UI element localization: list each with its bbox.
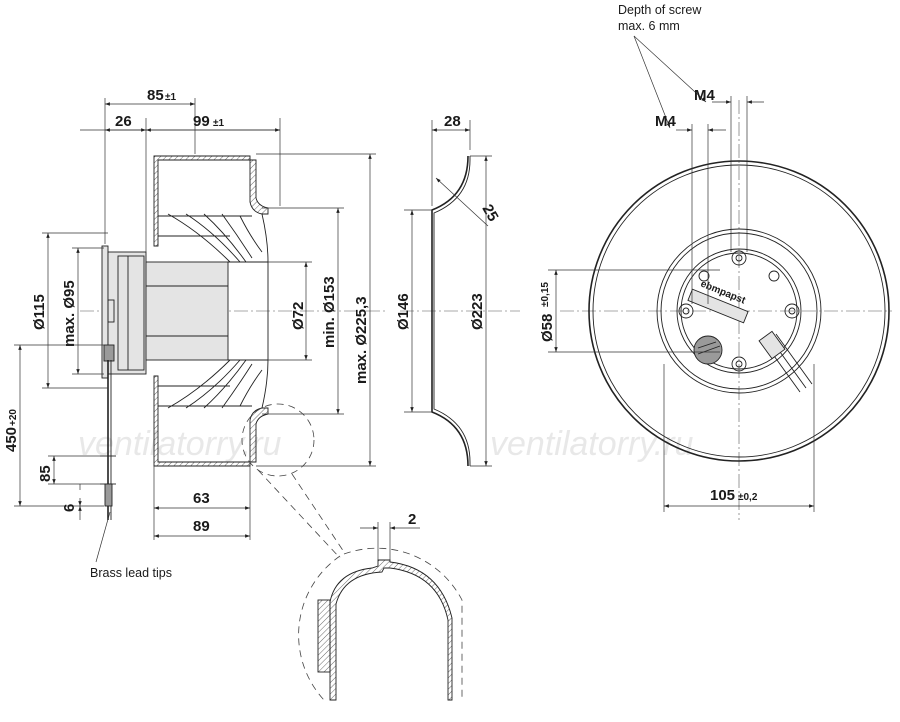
- dim-ring-inner-dia: Ø146: [395, 293, 412, 330]
- watermark-right: ventilatorry.ru: [490, 425, 694, 463]
- hub: [145, 261, 229, 361]
- dim-bolt-spacing: 105: [710, 487, 735, 504]
- inlet-ring-view: 28 25 Ø146 Ø223: [395, 113, 520, 467]
- screw-note-line2: max. 6 mm: [618, 19, 680, 33]
- tol-bolt-spacing: ±0,2: [738, 492, 758, 503]
- detail-ring-edge: [317, 599, 331, 673]
- blades: [158, 213, 269, 409]
- brass-lead-note: Brass lead tips: [90, 566, 172, 580]
- tol-lead-length: +20: [8, 409, 19, 426]
- motor-outline: [656, 228, 822, 394]
- side-view: 85 ±1 26 99 ±1 Ø115 max. Ø95 Ø72 min. Ø1…: [3, 87, 385, 580]
- dim-ring-outer-dia: Ø223: [469, 293, 486, 330]
- detail-circle: [241, 403, 315, 477]
- dim-overall-depth: 85: [147, 87, 164, 104]
- dim-ring-depth: 28: [444, 113, 461, 130]
- dim-thread-b: M4: [655, 113, 676, 130]
- detail-view: 2: [257, 469, 463, 701]
- watermark-left: ventilatorry.ru: [78, 425, 282, 463]
- brass-tip: [104, 483, 113, 507]
- impeller-outline: [588, 160, 890, 462]
- dim-flange-offset: 26: [115, 113, 132, 130]
- label-plate: [687, 288, 749, 324]
- dim-hub-dia: Ø72: [290, 302, 307, 330]
- screw-note-line1: Depth of screw: [618, 3, 702, 17]
- dim-impeller-max-dia: max. Ø225,3: [353, 296, 370, 384]
- inlet-ring-profile: [431, 155, 469, 467]
- tol-centering-dia: ±0,15: [540, 282, 551, 307]
- mounting-holes: [678, 250, 800, 372]
- dim-blade-depth: 63: [193, 490, 210, 507]
- dim-inlet-min-dia: min. Ø153: [321, 276, 338, 348]
- dim-thread-a: M4: [694, 87, 715, 104]
- dim-ring-radius: 25: [479, 202, 502, 225]
- dim-strip-length: 85: [37, 465, 54, 482]
- dim-impeller-depth: 99: [193, 113, 210, 130]
- dim-centering-dia: Ø58: [539, 314, 556, 342]
- detail-shroud-section: [329, 559, 453, 701]
- dim-lead-length: 450: [3, 427, 20, 452]
- dim-motor-dia: Ø115: [31, 294, 48, 330]
- cable-gland: [103, 344, 115, 362]
- dim-motor-max-dia: max. Ø95: [61, 280, 78, 347]
- tol-impeller-depth: ±1: [213, 118, 224, 129]
- dim-impeller-height: 89: [193, 518, 210, 535]
- tol-overall-depth: ±1: [165, 92, 176, 103]
- dim-tip-length: 6: [61, 504, 78, 512]
- dim-wall-thickness: 2: [408, 511, 416, 528]
